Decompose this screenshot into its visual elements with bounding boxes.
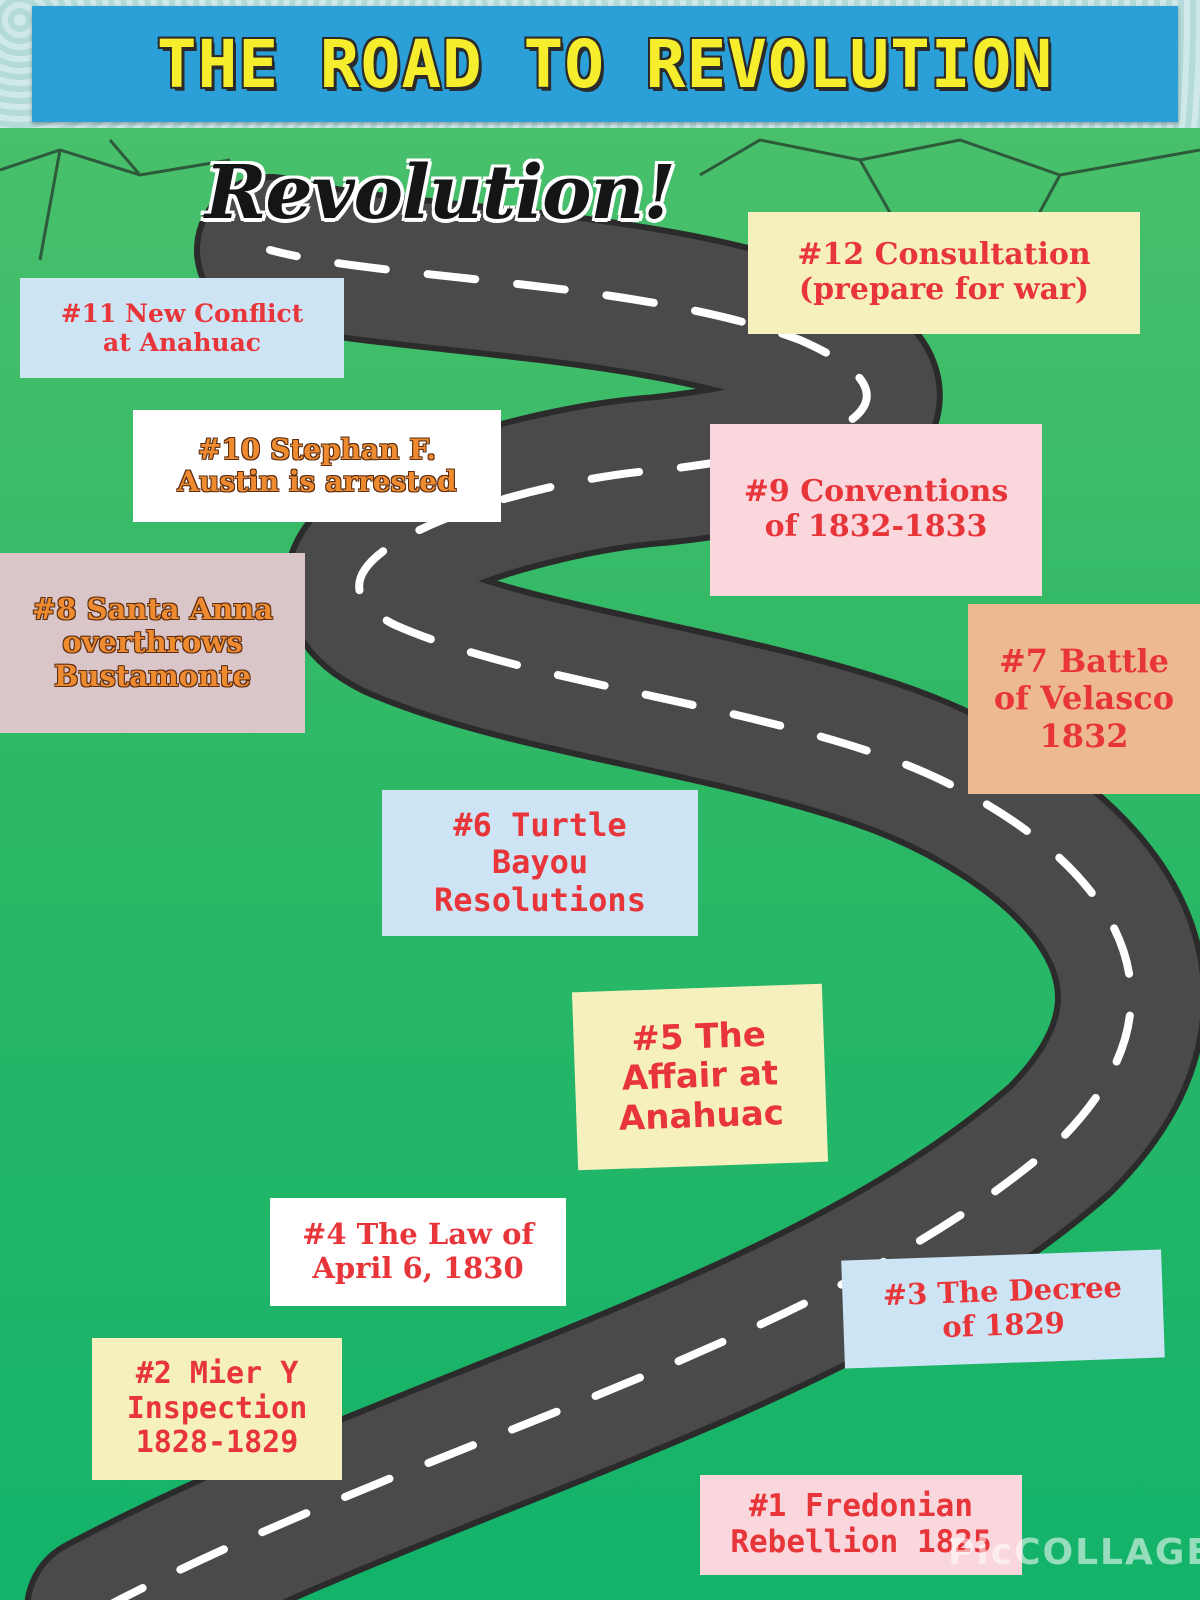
- event-card-line: at Anahuac: [103, 328, 261, 357]
- event-card-line: overthrows: [62, 626, 242, 660]
- event-card-line: of 1829: [942, 1307, 1066, 1345]
- event-card-line: #11 New Conflict: [61, 299, 304, 328]
- event-card-10: #10 Stephan F. Austin is arrested: [133, 410, 501, 522]
- event-card-9: #9 Conventions of 1832-1833: [710, 424, 1042, 596]
- field-boundary-line: [0, 150, 230, 175]
- event-card-4: #4 The Law of April 6, 1830: [270, 1198, 566, 1306]
- event-card-5: #5 The Affair at Anahuac: [572, 984, 828, 1171]
- event-card-line: #12 Consultation: [797, 238, 1091, 273]
- event-card-12: #12 Consultation (prepare for war): [748, 212, 1140, 334]
- field-boundary-line: [40, 150, 60, 260]
- title-bar: THE ROAD TO REVOLUTION: [32, 6, 1178, 122]
- event-card-8: #8 Santa Anna overthrows Bustamonte: [0, 553, 305, 733]
- event-card-line: #10 Stephan F.: [198, 434, 436, 466]
- event-card-3: #3 The Decree of 1829: [841, 1249, 1165, 1368]
- event-card-line: of 1832-1833: [765, 510, 988, 545]
- app-watermark: PicCOLLAGE: [948, 1532, 1200, 1573]
- event-card-line: Austin is arrested: [177, 466, 456, 498]
- event-card-line: 1828-1829: [136, 1426, 299, 1461]
- event-card-6: #6 Turtle Bayou Resolutions: [382, 790, 698, 936]
- event-card-line: #4 The Law of: [302, 1218, 534, 1252]
- event-card-line: #2 Mier Y: [136, 1357, 299, 1392]
- headline: Revolution!: [205, 150, 675, 236]
- event-card-line: #6 Turtle: [453, 807, 626, 844]
- event-card-line: (prepare for war): [799, 273, 1089, 308]
- event-card-line: Affair at: [621, 1055, 779, 1100]
- event-card-line: #9 Conventions: [744, 475, 1008, 510]
- event-card-7: #7 Battle of Velasco 1832: [968, 604, 1200, 794]
- page-title: THE ROAD TO REVOLUTION: [157, 26, 1053, 103]
- event-card-line: #5 The: [631, 1016, 767, 1060]
- event-card-line: Inspection: [127, 1392, 308, 1427]
- event-card-line: Anahuac: [618, 1094, 784, 1139]
- event-card-line: #8 Santa Anna: [32, 593, 273, 627]
- event-card-line: April 6, 1830: [312, 1252, 523, 1286]
- event-card-2: #2 Mier Y Inspection 1828-1829: [92, 1338, 342, 1480]
- event-card-line: #7 Battle: [999, 643, 1169, 680]
- event-card-line: Bayou: [492, 844, 588, 881]
- event-card-line: of Velasco: [994, 680, 1174, 717]
- field-boundary-line: [700, 140, 1200, 175]
- event-card-line: 1832: [1039, 718, 1128, 755]
- event-card-line: #1 Fredonian: [749, 1489, 973, 1525]
- event-card-line: #3 The Decree: [882, 1271, 1122, 1313]
- event-card-line: Resolutions: [434, 882, 646, 919]
- event-card-11: #11 New Conflict at Anahuac: [20, 278, 344, 378]
- event-card-line: Bustamonte: [54, 660, 251, 694]
